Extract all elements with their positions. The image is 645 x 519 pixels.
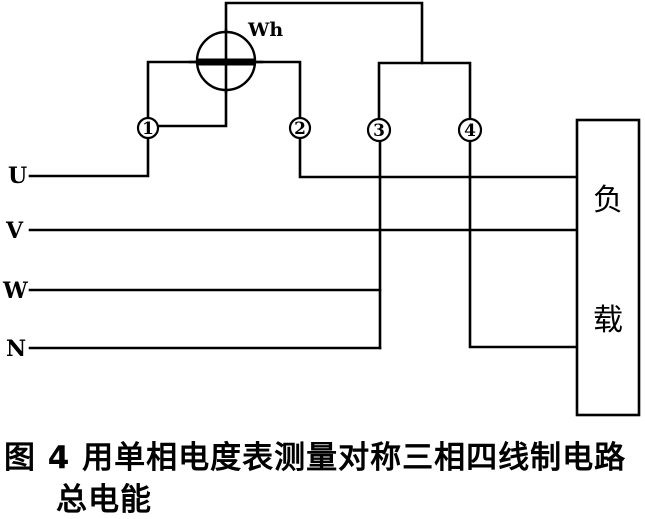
phase-u-line-out	[298, 136, 580, 179]
load-label-char-1: 负	[593, 183, 623, 218]
terminal-1: 1	[136, 116, 160, 140]
phase-v-label: V	[5, 218, 24, 244]
terminal-4: 4	[457, 117, 483, 143]
terminal-2-label: 2	[294, 119, 306, 139]
phase-u-line-in	[28, 136, 150, 178]
phase-u-label: U	[8, 163, 27, 189]
load-box	[575, 118, 641, 417]
figure-caption-line-1: 图 4 用单相电度表测量对称三相四线制电路	[4, 440, 627, 476]
load-label-char-2: 载	[593, 303, 623, 338]
terminal-1-label: 1	[142, 119, 154, 139]
terminal-2: 2	[288, 116, 312, 140]
meter-label: Wh	[247, 19, 283, 41]
terminal-3: 3	[366, 117, 392, 143]
terminal-3-4-bridge	[377, 61, 472, 120]
terminal-4-label: 4	[464, 121, 476, 141]
terminal-3-label: 3	[373, 121, 385, 141]
voltage-coil-wire	[156, 88, 228, 128]
figure-caption-line-2: 总电能	[56, 482, 152, 518]
phase-n-label: N	[6, 336, 26, 362]
terminal-4-lead	[468, 140, 580, 349]
phase-w-label: W	[2, 278, 28, 304]
wiring-diagram: Wh 1 2 3 4 U V W N 负 载	[2, 1, 641, 417]
